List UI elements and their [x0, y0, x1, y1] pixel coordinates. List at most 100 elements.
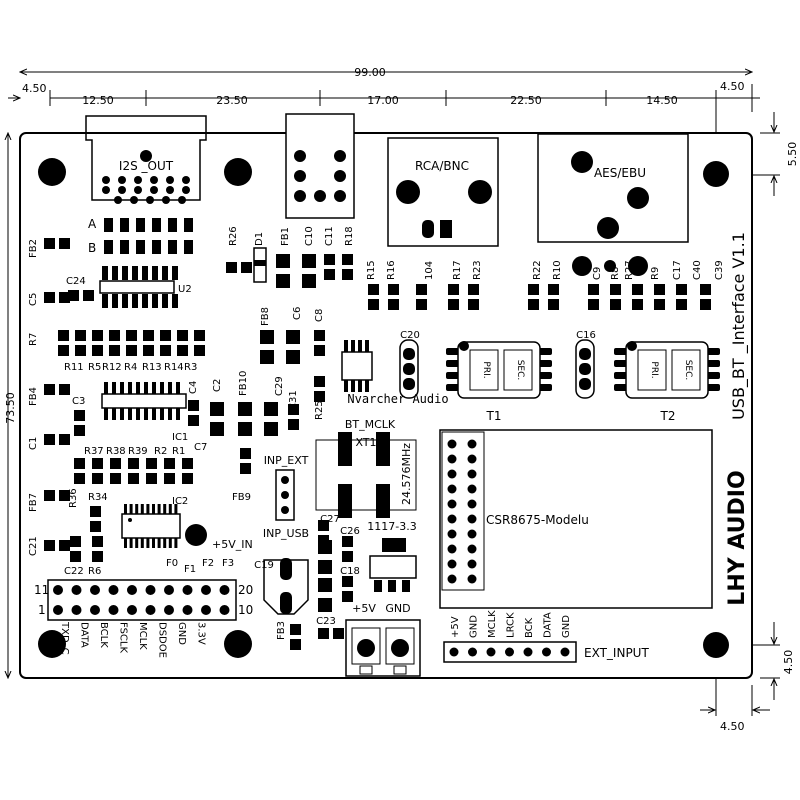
i2s-pin	[134, 176, 142, 184]
smd-pad	[288, 404, 299, 415]
soic-pin	[344, 340, 348, 352]
smd-pad	[368, 299, 379, 310]
header-signal: DATA	[79, 622, 90, 648]
transformer-pin	[614, 348, 628, 355]
u2-pin	[102, 266, 108, 280]
ic2-pin	[163, 538, 167, 548]
smd-pad	[109, 345, 120, 356]
component-label: FB3	[276, 621, 287, 640]
i2s-pin	[118, 176, 126, 184]
ext-input-pin	[505, 647, 514, 657]
component-label: C23	[316, 616, 336, 627]
component-label: C21	[28, 536, 39, 556]
smd-pad	[92, 551, 103, 562]
u2-pin	[162, 294, 168, 308]
component-label: C6	[292, 307, 303, 320]
transformer-pin	[446, 384, 460, 391]
mount-hole-br	[703, 632, 729, 658]
header-f-label: F3	[222, 558, 234, 569]
smd-pad	[59, 238, 70, 249]
smd-pad	[164, 473, 175, 484]
header-signal: BCLK	[98, 622, 109, 648]
smd-pad	[92, 345, 103, 356]
smd-pad	[146, 473, 157, 484]
ext-input-pin	[449, 647, 459, 657]
component-label: R15	[366, 260, 377, 280]
component-label: R38	[106, 446, 126, 457]
smd-pad	[160, 345, 171, 356]
header-pin-20: 20	[238, 583, 253, 597]
component-label: C1	[28, 437, 39, 450]
smd-pad	[143, 330, 154, 341]
t1-pri: PRI.	[481, 361, 491, 378]
smd-pad	[318, 560, 332, 574]
ic1-pin	[160, 408, 164, 420]
module-pin	[467, 484, 477, 494]
smd-pad	[342, 254, 353, 265]
aes-ebu-connector: AES/EBU	[537, 133, 689, 276]
plus5v-in-label: +5V_IN	[212, 538, 253, 551]
smd-pad	[70, 551, 81, 562]
component-label: R37	[84, 446, 104, 457]
transformer-pin	[538, 360, 552, 367]
ic1-pin	[176, 382, 180, 394]
u2-pin	[102, 294, 108, 308]
smd-pad	[194, 330, 205, 341]
smd-pad	[226, 262, 237, 273]
ic2-pin	[135, 538, 139, 548]
transformer-pin	[446, 360, 460, 367]
t2-label: T2	[660, 409, 676, 423]
connector-pad	[104, 240, 113, 254]
regulator-1117: 1117-3.3	[367, 520, 417, 592]
module-pin	[467, 454, 477, 464]
smd-pad	[632, 299, 643, 310]
smd-pad	[528, 299, 539, 310]
transformer-pin	[706, 384, 720, 391]
smd-pad	[126, 330, 137, 341]
component-label: R5	[88, 362, 101, 373]
t2-sec: SEC.	[683, 360, 693, 381]
smd-pad	[588, 299, 599, 310]
smd-pad	[182, 458, 193, 469]
smd-pad	[368, 284, 379, 295]
soic-pin	[344, 380, 348, 392]
transformer-t1: PRI. SEC. T1	[446, 341, 552, 423]
component-label: D1	[254, 232, 265, 246]
smd-pad	[448, 284, 459, 295]
smd-pad	[314, 391, 325, 402]
component-label: IC1	[172, 432, 188, 443]
ext-input-signal: +5V	[450, 616, 461, 638]
ic1-pin	[112, 408, 116, 420]
smd-pad	[286, 350, 300, 364]
module-pin	[467, 574, 477, 584]
module-pin	[447, 469, 457, 479]
smd-pad	[676, 284, 687, 295]
ic2-pin	[163, 504, 167, 514]
ext-input-pin	[523, 647, 533, 657]
dim-seg-2: 23.50	[216, 94, 248, 107]
u2-pin	[132, 266, 138, 280]
component-label: C8	[314, 309, 325, 322]
component-label: C2	[212, 379, 223, 392]
u2-pin	[152, 294, 158, 308]
i2s-pin	[146, 196, 154, 204]
smd-pad	[588, 284, 599, 295]
component-label: R7	[28, 333, 39, 346]
smd-pad	[333, 628, 344, 639]
ext-input-signal: MCLK	[487, 610, 498, 638]
mount-hole-bm	[224, 630, 252, 658]
smd-pad	[700, 299, 711, 310]
inp-usb-label: INP_USB	[263, 527, 309, 540]
ic1-pin	[144, 408, 148, 420]
component-label: C39	[714, 260, 725, 280]
header-pin	[201, 605, 211, 615]
smd-pad	[92, 473, 103, 484]
regulator-label: 1117-3.3	[367, 520, 416, 533]
module-pin	[467, 559, 477, 569]
component-label: C3	[72, 396, 85, 407]
i2s-pin	[114, 196, 122, 204]
component-label: R4	[124, 362, 137, 373]
smd-pad	[182, 473, 193, 484]
smd-pad	[700, 284, 711, 295]
